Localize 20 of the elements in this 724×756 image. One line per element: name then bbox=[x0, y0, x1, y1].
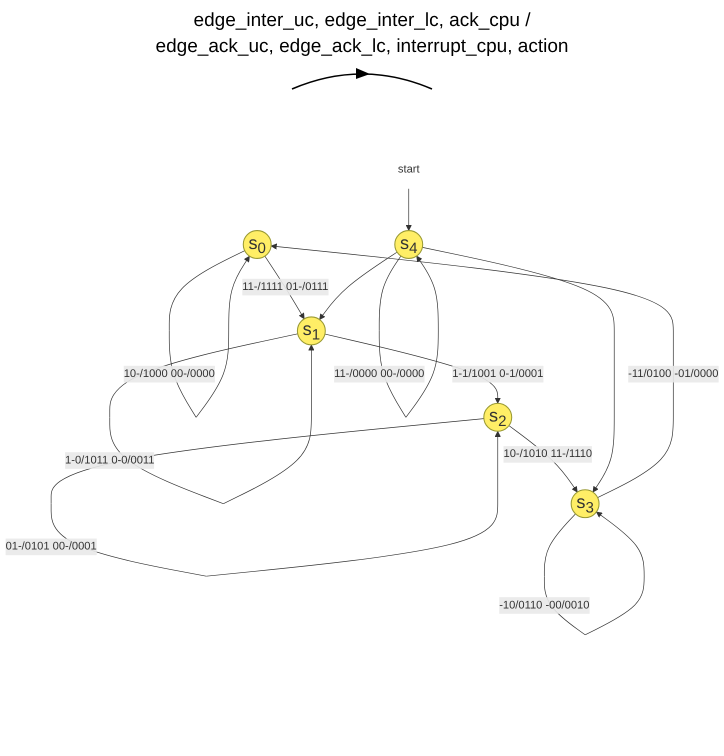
node-circle: s$_{2}$ bbox=[483, 403, 512, 432]
node-circle: s$_{3}$ bbox=[570, 490, 600, 518]
edge-label: 1-0/1011 0-0/0011 bbox=[65, 454, 154, 466]
edge-label: -11/0100 -01/0000 bbox=[628, 368, 718, 380]
edge-label: 1-1/1001 0-1/0001 bbox=[452, 368, 544, 380]
arrow bbox=[319, 252, 398, 320]
node-circle: s$_{0}$ bbox=[242, 230, 272, 260]
signal-order-note: edge_inter_uc, edge_inter_lc, ack_cpu / edge_ack_uc, edge_ack_lc, interrupt_cpu, action bbox=[154, 9, 570, 59]
node-circle: s$_{4}$ bbox=[394, 230, 424, 260]
arrow bbox=[324, 334, 501, 404]
node-text: start bbox=[398, 164, 420, 176]
node-circle: s$_{1}$ bbox=[296, 316, 326, 346]
arrow bbox=[270, 244, 674, 498]
edge-label: 10-/1010 11-/1110 bbox=[503, 448, 592, 460]
edge-label: 01-/0101 00-/0001 bbox=[6, 540, 97, 553]
edge-label: -10/0110 -00/0010 bbox=[499, 600, 590, 612]
edge-label: 10-/1000 00-/0000 bbox=[124, 368, 215, 380]
edge-label: 11-/0000 00-/0000 bbox=[334, 368, 424, 380]
edge-label: 11-/1111 01-/0111 bbox=[242, 281, 328, 293]
arrow bbox=[406, 188, 412, 232]
